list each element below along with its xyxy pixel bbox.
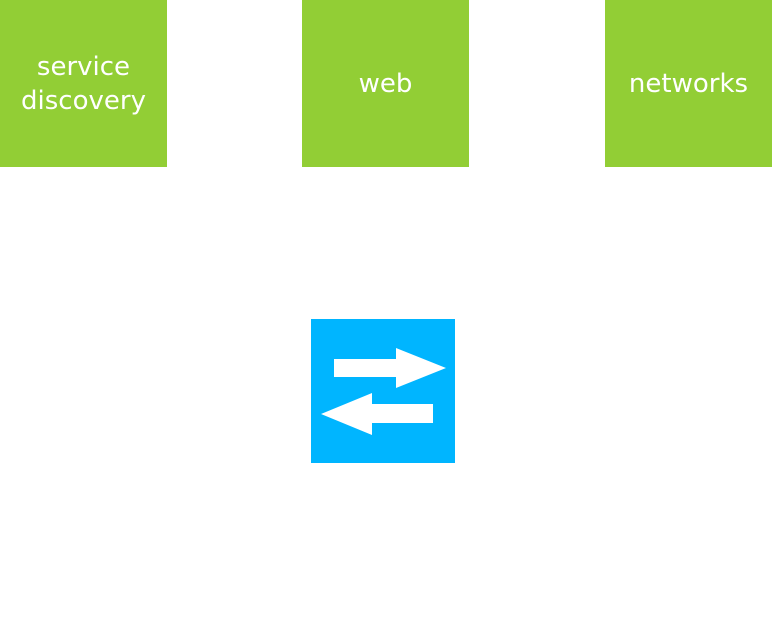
service-discovery-node: service discovery <box>0 0 167 167</box>
bidirectional-arrows-icon <box>311 319 455 463</box>
right-arrow-icon <box>334 348 446 388</box>
left-arrow-icon <box>321 393 433 435</box>
switch-node <box>311 319 455 463</box>
switch-background <box>311 319 455 463</box>
networks-label: networks <box>628 68 749 99</box>
web-label: web <box>358 68 413 99</box>
web-node: web <box>302 0 469 167</box>
service-discovery-label: service discovery <box>21 51 146 116</box>
networks-node: networks <box>605 0 772 167</box>
